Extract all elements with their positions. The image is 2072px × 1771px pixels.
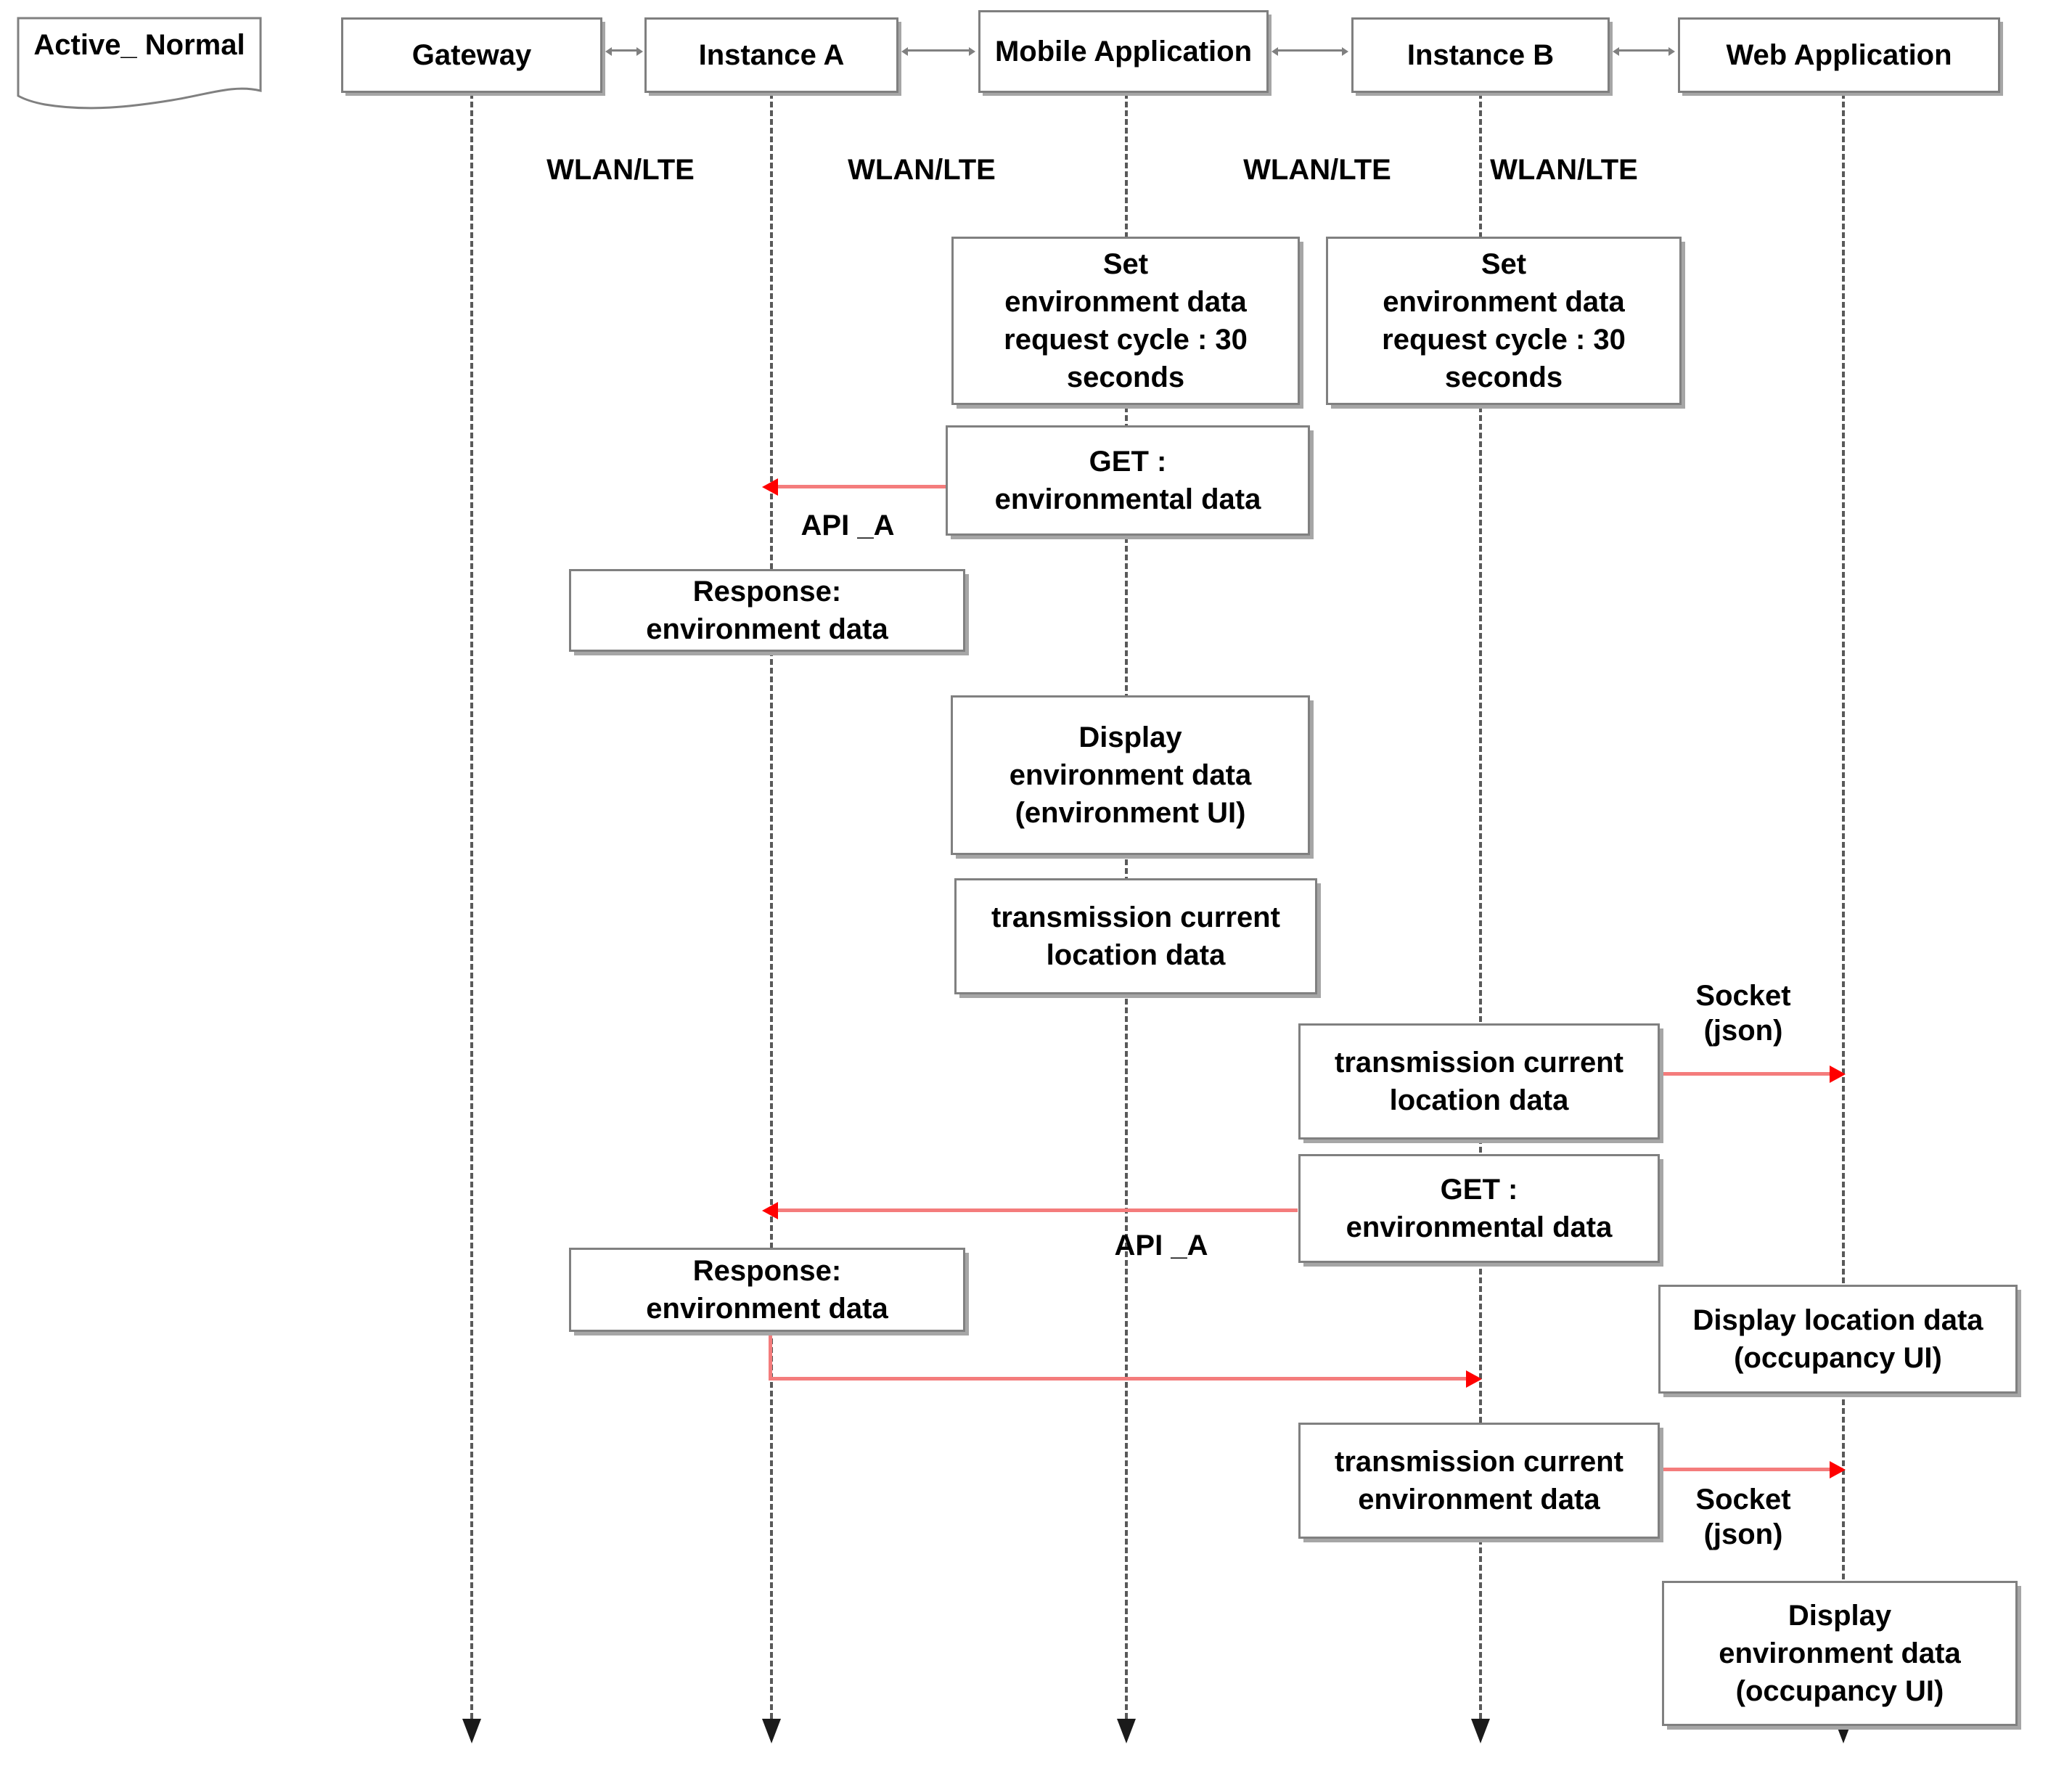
lifeline-end-arrow-instance-a xyxy=(762,1719,781,1743)
message-box-get-environmental-data-2-label: GET : environmental data xyxy=(1346,1174,1613,1243)
message-box-display-environment-occupancy-ui[interactable]: Display environment data (occupancy UI) xyxy=(1662,1581,2018,1726)
message-box-response-environment-data-1-label: Response: environment data xyxy=(646,576,888,645)
message-box-get-environmental-data-2[interactable]: GET : environmental data xyxy=(1298,1154,1660,1263)
arrow-socket-1-head xyxy=(1830,1066,1846,1083)
message-box-transmission-location-instance-b-label: transmission current location data xyxy=(1335,1047,1623,1116)
message-box-get-environmental-data-1[interactable]: GET : environmental data xyxy=(946,425,1310,536)
arrow-get-1-line xyxy=(778,485,948,488)
message-box-display-environment-occupancy-ui-label: Display environment data (occupancy UI) xyxy=(1719,1600,1961,1707)
actor-web-application[interactable]: Web Application xyxy=(1678,17,2000,93)
lifeline-end-arrow-instance-b xyxy=(1471,1719,1490,1743)
message-box-display-environment-ui[interactable]: Display environment data (environment UI… xyxy=(951,695,1310,855)
connector-instance-a-mobile-application xyxy=(901,47,975,56)
message-box-set-cycle-mobile[interactable]: Set environment data request cycle : 30 … xyxy=(951,237,1300,405)
arrow-socket-2-line xyxy=(1660,1468,1843,1471)
arrow-socket-1-line xyxy=(1660,1072,1843,1076)
arrow-socket-2-head xyxy=(1830,1461,1846,1478)
message-box-set-cycle-mobile-label: Set environment data request cycle : 30 … xyxy=(1004,248,1248,393)
arrow-get-2-line xyxy=(778,1208,1298,1212)
channel-label-1: WLAN/LTE xyxy=(546,154,695,186)
arrow-label-socket-1: Socket (json) xyxy=(1695,980,1791,1047)
connector-instance-b-web-application xyxy=(1613,47,1675,56)
message-box-transmission-environment-instance-b[interactable]: transmission current environment data xyxy=(1298,1423,1660,1539)
note-active-normal: Active_ Normal xyxy=(16,16,263,110)
message-box-transmission-location-instance-b[interactable]: transmission current location data xyxy=(1298,1023,1660,1140)
arrow-get-1-head xyxy=(762,478,778,496)
actor-gateway-label: Gateway xyxy=(411,38,532,71)
message-box-set-cycle-instance-b[interactable]: Set environment data request cycle : 30 … xyxy=(1326,237,1682,405)
channel-label-2: WLAN/LTE xyxy=(848,154,996,186)
lifeline-web-application xyxy=(1842,93,1845,1727)
actor-instance-b-label: Instance B xyxy=(1406,38,1555,71)
actor-web-application-label: Web Application xyxy=(1726,38,1952,71)
message-box-get-environmental-data-1-label: GET : environmental data xyxy=(994,446,1261,515)
message-box-response-environment-data-1[interactable]: Response: environment data xyxy=(569,569,965,652)
actor-instance-b[interactable]: Instance B xyxy=(1351,17,1610,93)
arrow-label-api-a-2: API _A xyxy=(1114,1230,1208,1261)
message-box-response-environment-data-2-label: Response: environment data xyxy=(646,1255,888,1325)
arrow-response-elbow-vertical xyxy=(769,1330,772,1378)
arrow-response-elbow-head xyxy=(1466,1370,1482,1388)
message-box-display-environment-ui-label: Display environment data (environment UI… xyxy=(1009,721,1252,829)
actor-gateway[interactable]: Gateway xyxy=(341,17,602,93)
lifeline-end-arrow-gateway xyxy=(462,1719,481,1743)
arrow-response-elbow-line xyxy=(769,1377,1471,1381)
message-box-display-location-occupancy-ui-label: Display location data (occupancy UI) xyxy=(1692,1304,1983,1374)
lifeline-instance-b xyxy=(1479,93,1482,1727)
actor-mobile-application-label: Mobile Application xyxy=(994,35,1253,68)
arrow-label-api-a-1: API _A xyxy=(800,510,895,541)
note-active-normal-label: Active_ Normal xyxy=(33,29,245,61)
actor-instance-a-label: Instance A xyxy=(698,38,845,71)
lifeline-end-arrow-mobile-application xyxy=(1117,1719,1136,1743)
channel-label-3: WLAN/LTE xyxy=(1243,154,1391,186)
arrow-label-socket-2: Socket (json) xyxy=(1695,1484,1791,1550)
message-box-transmission-location-mobile[interactable]: transmission current location data xyxy=(954,878,1317,994)
message-box-response-environment-data-2[interactable]: Response: environment data xyxy=(569,1248,965,1332)
channel-label-4: WLAN/LTE xyxy=(1490,154,1638,186)
message-box-transmission-location-mobile-label: transmission current location data xyxy=(991,901,1280,971)
lifeline-gateway xyxy=(470,93,473,1727)
actor-instance-a[interactable]: Instance A xyxy=(644,17,898,93)
message-box-set-cycle-instance-b-label: Set environment data request cycle : 30 … xyxy=(1382,248,1626,393)
connector-mobile-application-instance-b xyxy=(1272,47,1348,56)
actor-mobile-application[interactable]: Mobile Application xyxy=(978,10,1269,93)
connector-gateway-instance-a xyxy=(605,47,643,56)
arrow-get-2-head xyxy=(762,1202,778,1219)
message-box-display-location-occupancy-ui[interactable]: Display location data (occupancy UI) xyxy=(1658,1285,2018,1394)
lifeline-instance-a xyxy=(770,93,773,1727)
message-box-transmission-environment-instance-b-label: transmission current environment data xyxy=(1335,1446,1623,1516)
